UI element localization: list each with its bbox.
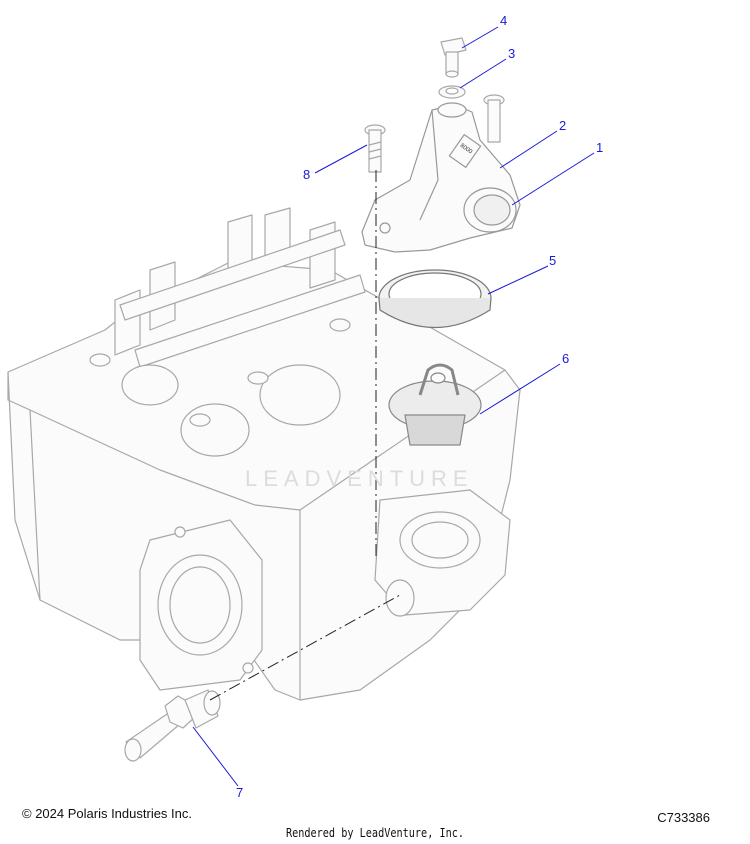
leader-2 (499, 130, 558, 169)
callout-5[interactable]: 5 (549, 253, 557, 268)
leader-1 (511, 152, 595, 206)
cylinder-head (7, 207, 521, 701)
part-3-washer (438, 85, 466, 99)
diagram-code: C733386 (657, 810, 710, 825)
callout-8[interactable]: 8 (303, 167, 311, 182)
leader-4 (461, 26, 499, 49)
leader-8 (314, 144, 368, 174)
watermark: LEADVENTURE (245, 466, 474, 491)
callout-4[interactable]: 4 (500, 13, 508, 28)
callout-1[interactable]: 1 (596, 140, 604, 155)
callout-2[interactable]: 2 (559, 118, 567, 133)
callout-7[interactable]: 7 (236, 785, 244, 800)
leader-6 (479, 363, 561, 415)
centerline-fitting (209, 594, 401, 701)
part-7-hose-fitting (124, 689, 221, 762)
copyright-text: © 2024 Polaris Industries Inc. (22, 806, 192, 821)
part-4-bleed-bolt (440, 37, 467, 78)
leader-3 (459, 58, 507, 89)
part-6-thermostat (388, 363, 482, 446)
rendered-by-text: Rendered by LeadVenture, Inc. (285, 826, 465, 840)
callout-6[interactable]: 6 (562, 351, 570, 366)
callout-3[interactable]: 3 (508, 46, 516, 61)
leader-7 (192, 726, 239, 787)
part-5-seal-ring (378, 269, 492, 329)
part-8-bolt (364, 124, 386, 173)
leader-5 (487, 265, 549, 295)
housing-bolt (483, 94, 505, 143)
part-2-thermostat-housing: 8000 (361, 102, 521, 253)
